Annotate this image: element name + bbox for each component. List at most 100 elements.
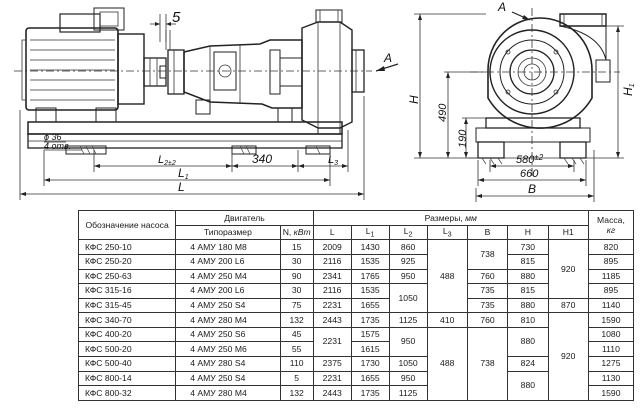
L-cell: 2375 bbox=[312, 356, 352, 372]
power-cell: 15 bbox=[279, 239, 314, 255]
L2-cell: 925 bbox=[388, 253, 428, 270]
header-row-1: Обозначение насоса Двигатель Размеры, мм… bbox=[77, 209, 635, 241]
view-a-side-label: A bbox=[383, 51, 392, 65]
L-cell: 2443 bbox=[312, 385, 352, 401]
L-cell: 2231 bbox=[312, 297, 352, 314]
H-cell: 880 bbox=[507, 268, 549, 285]
pump-name-cell: КФС 400-20 bbox=[77, 326, 177, 343]
volute-casing bbox=[487, 13, 611, 129]
view-a-end-label: A bbox=[497, 0, 506, 14]
mass-cell: 1140 bbox=[587, 297, 635, 314]
motor-cell: 4 АМУ 250 S4 bbox=[175, 370, 281, 387]
motor-cell: 4 АМУ 180 М8 bbox=[175, 239, 281, 255]
hole-dia-label: ϕ 36 bbox=[44, 132, 62, 142]
L-cell: 2443 bbox=[312, 312, 352, 328]
coupling bbox=[143, 30, 185, 95]
d490-dim-label: 490 bbox=[437, 103, 449, 122]
power-cell: 75 bbox=[279, 297, 314, 314]
H1-cell: 920 bbox=[547, 239, 589, 299]
H-cell: 880 bbox=[507, 297, 549, 314]
mass-cell: 1590 bbox=[587, 385, 635, 401]
H-cell: 824 bbox=[507, 356, 549, 372]
col-sizes-header: Размеры, мм bbox=[312, 210, 589, 226]
pump-unit-drawing: 5 ϕ 36 4 отв. L2±2 340 L3 L1 L A bbox=[14, 0, 636, 202]
col-H1-header: H1 bbox=[547, 224, 589, 241]
motor-cell: 4 АМУ 280 М4 bbox=[175, 385, 281, 401]
end-dimensions bbox=[414, 11, 624, 202]
mass-cell: 1185 bbox=[587, 268, 635, 285]
L1-cell: 1730 bbox=[350, 356, 390, 372]
B-cell: 760 bbox=[466, 268, 509, 285]
pump-name-cell: КФС 500-40 bbox=[77, 356, 177, 372]
end-view: A H 490 190 H1 580±2 660 B bbox=[407, 0, 636, 202]
L1-cell: 1735 bbox=[350, 312, 390, 328]
motor-body bbox=[21, 7, 145, 123]
L3-cell: 488 bbox=[426, 239, 468, 314]
L-cell: 2231 bbox=[312, 326, 352, 358]
motor-cell: 4 АМУ 280 М4 bbox=[175, 312, 281, 328]
l1-dim-label: L1 bbox=[178, 166, 189, 181]
d340-dim-label: 340 bbox=[252, 152, 272, 166]
H1-cell: 870 bbox=[547, 297, 589, 314]
H-cell: 880 bbox=[507, 326, 549, 358]
L1-cell: 1765 bbox=[350, 268, 390, 285]
motor-cell: 4 АМУ 250 М6 bbox=[175, 341, 281, 358]
H-cell: 730 bbox=[507, 239, 549, 255]
H-cell: 815 bbox=[507, 253, 549, 270]
mass-cell: 1110 bbox=[587, 341, 635, 358]
header-row-2: Типоразмер N, кВт L L1 L2 L3 B H H1 bbox=[79, 224, 634, 241]
L2-cell: 950 bbox=[388, 268, 428, 285]
d190-dim-label: 190 bbox=[457, 129, 469, 148]
L2-cell: 1125 bbox=[388, 385, 428, 401]
d660-dim-label: 660 bbox=[520, 168, 539, 180]
pump-name-cell: КФС 500-20 bbox=[77, 341, 177, 358]
pump-housing bbox=[183, 9, 365, 135]
pump-name-cell: КФС 340-70 bbox=[77, 312, 177, 328]
spec-table: Обозначение насоса Двигатель Размеры, мм… bbox=[77, 209, 635, 401]
pump-name-cell: КФС 250-20 bbox=[77, 253, 177, 270]
L1-cell: 1430 bbox=[350, 239, 390, 255]
d580-dim-label: 580±2 bbox=[516, 153, 544, 166]
motor-cell: 4 АМУ 250 S6 bbox=[175, 326, 281, 343]
mass-cell: 895 bbox=[587, 283, 635, 299]
b-dim-label: B bbox=[528, 182, 536, 196]
col-L2-header: L2 bbox=[388, 224, 428, 241]
col-motor-header: Двигатель bbox=[175, 210, 314, 226]
motor-cell: 4 АМУ 250 М4 bbox=[175, 268, 281, 285]
L2-cell: 950 bbox=[388, 326, 428, 358]
pump-name-cell: КФС 250-10 bbox=[77, 239, 177, 255]
L2-cell: 860 bbox=[388, 239, 428, 255]
L1-cell: 1615 bbox=[350, 341, 390, 358]
pump-name-cell: КФС 315-16 bbox=[77, 283, 177, 299]
col-B-header: B bbox=[466, 224, 509, 241]
table-row: КФС 250-20 4 АМУ 200 L6 30 2116 1535 925… bbox=[77, 253, 635, 270]
motor-cell: 4 АМУ 200 L6 bbox=[175, 283, 281, 299]
table-row: КФС 400-20 4 АМУ 250 S6 45 2231 1575 950… bbox=[77, 326, 635, 401]
table-row: КФС 315-45 4 АМУ 250 S4 75 2231 1655 735… bbox=[77, 297, 635, 314]
col-L1-header: L1 bbox=[350, 224, 390, 241]
B-cell: 738 bbox=[466, 239, 509, 270]
L-cell: 2116 bbox=[312, 283, 352, 299]
L2-cell: 1050 bbox=[388, 283, 428, 314]
L-cell: 2341 bbox=[312, 268, 352, 285]
power-cell: 30 bbox=[279, 283, 314, 299]
L1-cell: 1535 bbox=[350, 283, 390, 299]
L2-cell: 950 bbox=[388, 370, 428, 387]
H-cell: 810 bbox=[507, 312, 549, 328]
L1-cell: 1655 bbox=[350, 370, 390, 387]
L1-cell: 1735 bbox=[350, 385, 390, 401]
mass-cell: 1275 bbox=[587, 356, 635, 372]
H1-cell: 920 bbox=[547, 312, 589, 401]
L2-cell: 1050 bbox=[388, 356, 428, 372]
power-cell: 132 bbox=[279, 312, 314, 328]
mass-cell: 895 bbox=[587, 253, 635, 270]
pump-name-cell: КФС 315-45 bbox=[77, 297, 177, 314]
L3-cell: 410 bbox=[426, 312, 468, 328]
motor-cell: 4 АМУ 250 S4 bbox=[175, 297, 281, 314]
B-cell: 735 bbox=[466, 297, 509, 314]
gap-dim-label: 5 bbox=[172, 9, 181, 26]
pump-name-cell: КФС 800-14 bbox=[77, 370, 177, 387]
power-cell: 55 bbox=[279, 341, 314, 358]
side-dimensions bbox=[19, 14, 399, 200]
col-mass-header: Масса,кг bbox=[587, 209, 635, 241]
